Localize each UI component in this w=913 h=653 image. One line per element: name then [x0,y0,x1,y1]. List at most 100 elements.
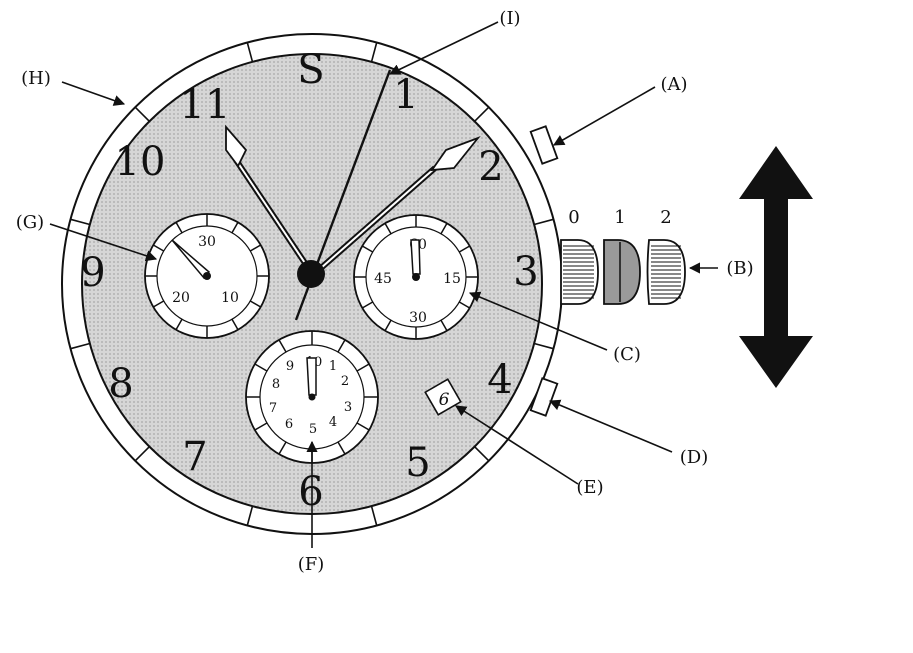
hour-numerals: S 1 2 3 4 5 6 7 8 9 10 11 [80,47,538,515]
bottom-subdial-label-1: 1 [329,359,337,374]
tick-mark [440,222,448,235]
numeral-10: 10 [115,139,166,185]
date-window: 6 [424,378,462,416]
bottom-subdial-label-7: 7 [269,401,277,416]
main-hands [225,69,481,321]
tick-mark [175,221,183,234]
tick-mark [175,318,183,331]
crown-position-1-label: 1 [614,207,625,228]
bottom-subdial-label-9: 9 [286,359,294,374]
bottom-subdial-label-5: 5 [309,422,317,437]
tick-mark [278,441,287,455]
tick-mark [246,505,254,526]
callout-line-h [61,81,126,106]
bottom-subdial-label-6: 6 [285,417,293,432]
numeral-5: 5 [405,440,430,486]
tick-mark [152,300,165,308]
bottom-subdial-label-4: 4 [329,415,337,430]
numeral-s: S [297,47,324,93]
tick-mark [134,106,150,122]
callout-label-i: (I) [499,8,520,29]
tick-mark [533,342,554,350]
crown-position-1 [603,239,641,305]
minute-hand [311,136,481,278]
numeral-4: 4 [487,357,512,403]
tick-mark [254,363,268,372]
callout-line-i [388,21,499,75]
tick-mark [384,319,392,332]
tick-mark [152,244,165,252]
tick-mark [370,505,378,526]
tick-mark [134,446,150,462]
callout-label-e: (E) [576,477,603,498]
numeral-6: 6 [298,469,323,515]
tick-mark [361,301,374,309]
right-subdial: 60 15 30 45 [353,214,479,340]
callout-label-h: (H) [21,68,51,89]
callout-label-g: (G) [16,212,44,233]
bottom-subdial-label-2: 2 [341,374,349,389]
crown-positions: 0 1 2 [560,207,686,305]
bottom-subdial-hand [306,357,317,396]
callout-lines [49,21,718,548]
numeral-2: 2 [478,144,503,190]
bottom-subdial-label-8: 8 [272,377,280,392]
tick-mark [249,300,262,308]
tick-mark [70,342,91,350]
callout-line-c [468,291,608,351]
tick-mark [246,42,254,63]
date-window-value: 6 [439,390,450,410]
tick-mark [458,301,471,309]
numeral-1: 1 [393,72,418,118]
crown-position-2-label: 2 [660,207,671,228]
pusher-a [529,125,559,165]
left-subdial: 30 10 20 [144,213,270,339]
callout-label-b: (B) [726,258,753,279]
tick-mark [231,318,239,331]
callout-label-c: (C) [613,344,641,365]
callout-label-a: (A) [660,74,687,95]
tick-mark [70,218,91,226]
numeral-8: 8 [108,361,133,407]
numeral-7: 7 [182,434,207,480]
numeral-11: 11 [180,82,231,128]
callout-label-d: (D) [680,447,708,468]
tick-mark [384,222,392,235]
crown-position-0 [560,239,599,305]
tick-mark [370,42,378,63]
double-arrow [739,146,813,388]
callout-line-g [49,223,158,262]
right-subdial-label-15: 15 [443,271,461,287]
tick-mark [249,244,262,252]
tick-mark [356,422,370,431]
left-subdial-label-20: 20 [172,290,190,306]
tick-mark [361,245,374,253]
tick-mark [278,339,287,353]
bottom-subdial-label-3: 3 [344,400,352,415]
left-subdial-label-10: 10 [221,290,239,306]
callout-labels: (I) (H) (A) (B) (G) (C) (D) (E) (F) [16,8,754,575]
callout-line-e [455,405,579,485]
callout-label-f: (F) [298,554,325,575]
right-subdial-hand [410,239,421,275]
crown-position-2 [646,239,686,305]
tick-mark [533,218,554,226]
right-subdial-label-30: 30 [409,310,427,326]
tick-mark [231,221,239,234]
tick-mark [440,319,448,332]
callout-line-a [553,86,656,146]
right-subdial-label-45: 45 [374,271,392,287]
numeral-3: 3 [513,249,538,295]
tick-mark [254,422,268,431]
tick-mark [337,441,346,455]
tick-mark [474,106,490,122]
tick-mark [337,339,346,353]
tick-mark [356,363,370,372]
tick-mark [474,446,490,462]
hour-hand [225,124,316,277]
tick-mark [458,245,471,253]
bezel-ticks [70,42,554,526]
crown-position-0-label: 0 [568,207,579,228]
callout-line-d [548,399,673,453]
